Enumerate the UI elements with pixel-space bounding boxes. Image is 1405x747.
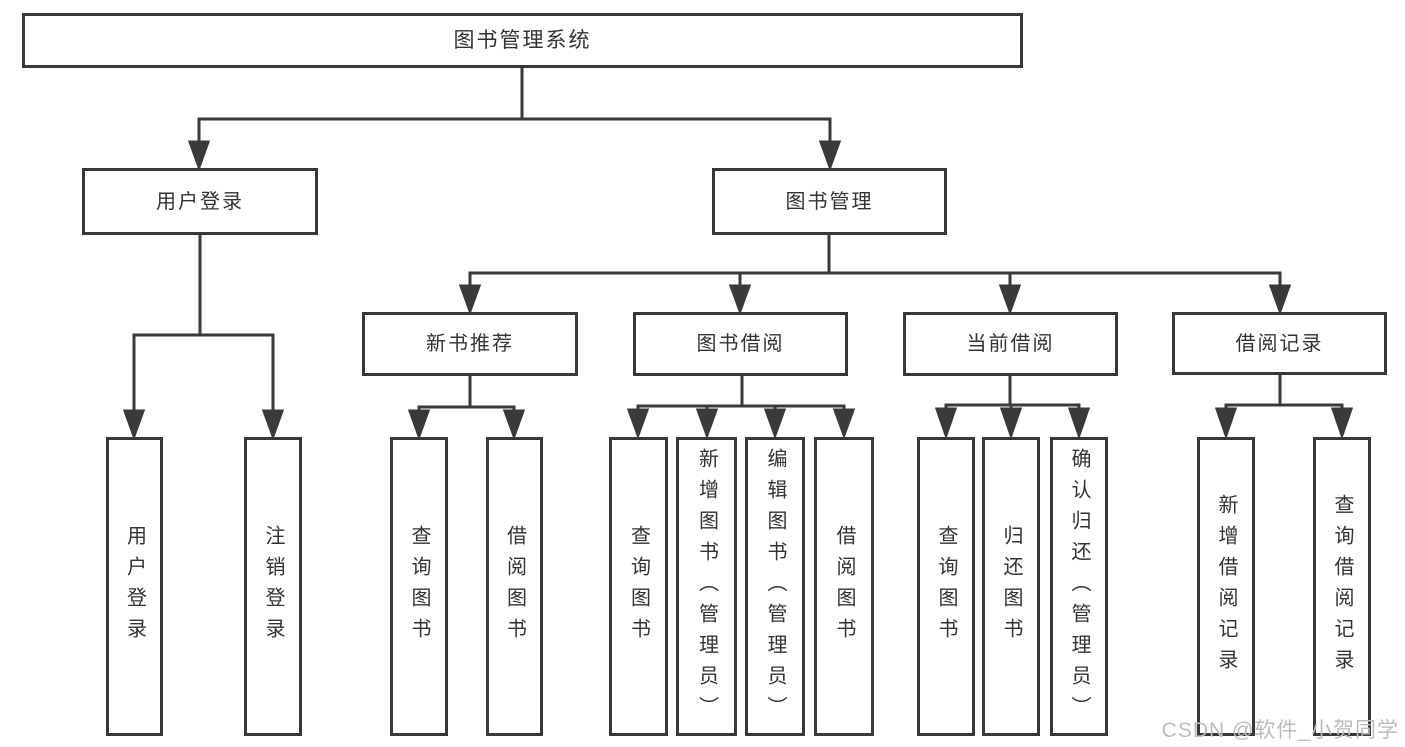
connector-borrow-records [1214,375,1354,440]
leaf-borrow-books: 借阅图书 [814,437,874,736]
node-book-borrow: 图书借阅 [633,312,848,376]
connector-new-book-recommend [407,376,526,441]
leaf-logout: 注销登录 [244,437,302,736]
node-new-book-recommend: 新书推荐 [362,312,578,376]
node-user-login: 用户登录 [82,168,318,235]
node-current-borrow: 当前借阅 [903,312,1118,376]
connector-root [187,68,842,172]
leaf-query-borrow-record: 查询借阅记录 [1313,437,1371,736]
leaf-borrow-query-books: 查询图书 [609,437,668,736]
leaf-user-login: 用户登录 [106,437,163,736]
leaf-newbook-query-books: 查询图书 [390,437,448,736]
leaf-add-book-admin: 新增图书（管理员） [676,437,737,736]
leaf-current-query-books: 查询图书 [917,437,975,736]
connector-user-login [122,235,285,441]
node-book-management: 图书管理 [712,168,947,235]
leaf-edit-book-admin: 编辑图书（管理员） [745,437,805,736]
connector-book-borrow [626,376,856,440]
leaf-add-borrow-record: 新增借阅记录 [1197,437,1255,736]
leaf-confirm-return-admin: 确认归还（管理员） [1050,437,1108,736]
leaf-newbook-borrow-books: 借阅图书 [486,437,543,736]
watermark: CSDN @软件_小贺同学 [1161,719,1399,742]
connector-book-management [458,235,1292,316]
node-library-management-system: 图书管理系统 [22,13,1023,68]
connector-current-borrow [934,376,1091,440]
leaf-return-books: 归还图书 [982,437,1040,736]
node-borrow-records: 借阅记录 [1172,312,1387,375]
